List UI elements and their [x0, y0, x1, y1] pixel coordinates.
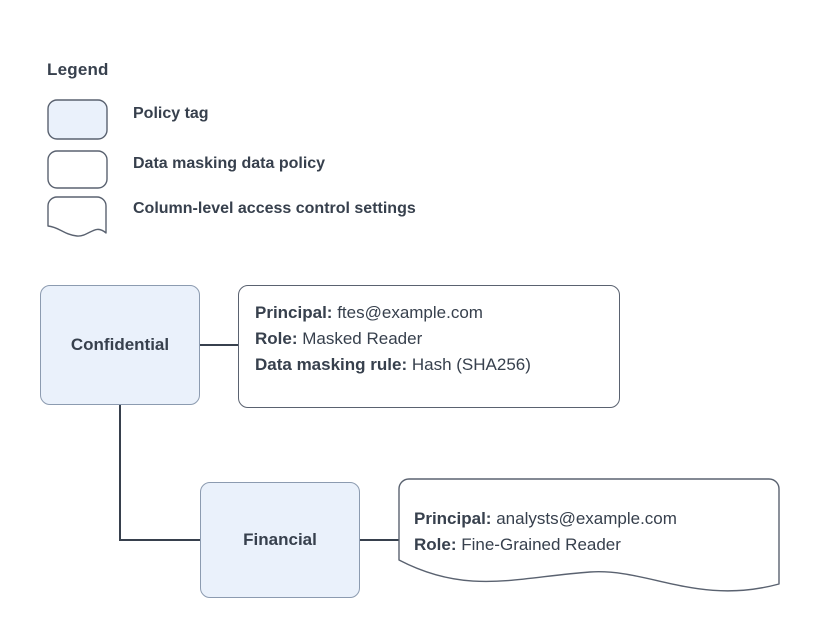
masking-policy-line-role: Role: Masked Reader	[255, 326, 603, 352]
legend-label-policy-tag: Policy tag	[133, 105, 209, 122]
node-confidential-label: Confidential	[70, 335, 170, 354]
masking-policy-value-rule: Hash (SHA256)	[411, 354, 531, 374]
masking-policy-key-rule: Data masking rule:	[255, 354, 408, 374]
masking-policy-key-role: Role:	[255, 328, 298, 348]
access-control-line-role: Role: Fine-Grained Reader	[414, 532, 677, 558]
connector-confidential-to-masking-policy	[199, 344, 239, 346]
access-control-key-role: Role:	[414, 534, 457, 554]
connector-financial-to-access-control	[359, 539, 399, 541]
connector-confidential-to-financial-vertical	[119, 404, 121, 541]
masking-policy-value-role: Masked Reader	[302, 328, 423, 348]
policy-tag-swatch-icon	[47, 99, 109, 146]
access-control-line-principal: Principal: analysts@example.com	[414, 506, 677, 532]
legend-label-data-masking-policy: Data masking data policy	[133, 155, 326, 172]
connector-confidential-to-financial-horizontal	[119, 539, 201, 541]
access-control-box-shape	[398, 478, 780, 592]
data-masking-policy-box[interactable]: Principal: ftes@example.com Role: Masked…	[238, 285, 620, 408]
masking-policy-line-principal: Principal: ftes@example.com	[255, 300, 603, 326]
node-financial-label: Financial	[243, 530, 317, 549]
legend-label-access-control-settings: Column-level access control settings	[133, 200, 416, 217]
node-financial[interactable]: Financial	[200, 482, 360, 598]
access-control-settings-box[interactable]: Principal: analysts@example.com Role: Fi…	[398, 478, 782, 604]
masking-policy-key-principal: Principal:	[255, 303, 333, 322]
access-control-settings-swatch-icon	[47, 196, 111, 245]
node-confidential[interactable]: Confidential	[40, 285, 200, 405]
access-control-text: Principal: analysts@example.com Role: Fi…	[414, 506, 677, 558]
access-control-value-role: Fine-Grained Reader	[461, 534, 621, 554]
access-control-value-principal: analysts@example.com	[496, 509, 677, 528]
masking-policy-line-rule: Data masking rule: Hash (SHA256)	[255, 352, 603, 378]
masking-policy-value-principal: ftes@example.com	[337, 303, 483, 322]
access-control-key-principal: Principal:	[414, 509, 492, 528]
legend-title: Legend	[47, 60, 109, 79]
data-masking-policy-swatch-icon	[47, 150, 109, 197]
